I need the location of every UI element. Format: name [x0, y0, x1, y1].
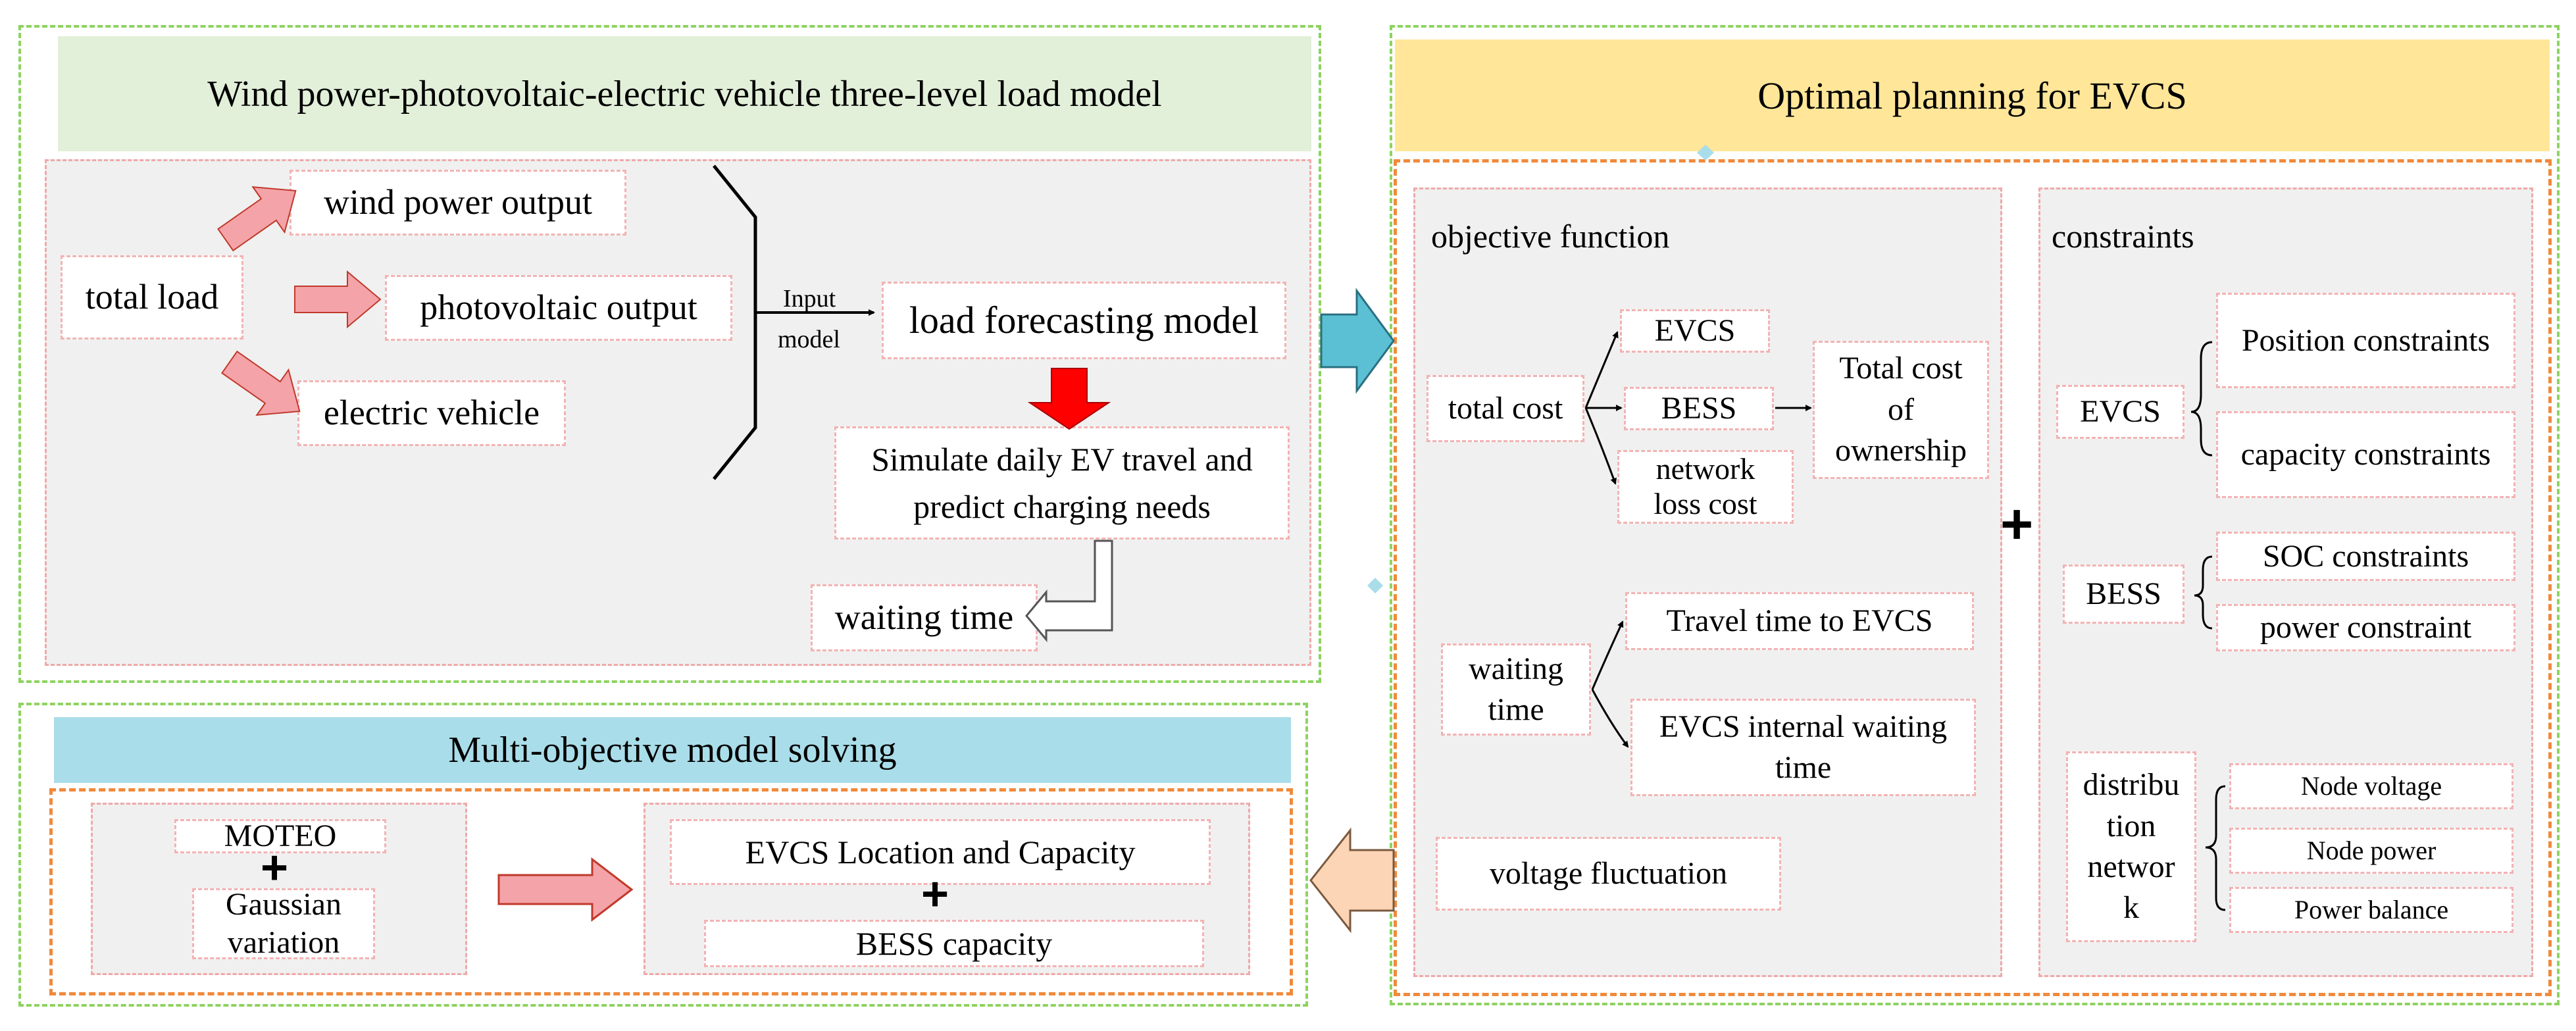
travel-time-box: Travel time to EVCS — [1625, 592, 1974, 650]
constraint-braces — [2190, 341, 2226, 911]
position-constraints-box: Position constraints — [2216, 293, 2515, 388]
input-bracket — [713, 164, 757, 480]
voltage-fluctuation-box: voltage fluctuation — [1436, 837, 1781, 911]
solving-inner-frame — [49, 788, 1293, 995]
power-balance-box: Power balance — [2229, 887, 2513, 933]
cyan-diamond-mid — [1367, 578, 1383, 593]
input-label: Input — [783, 285, 836, 313]
planning-title-banner: Optimal planning for EVCS — [1395, 39, 2550, 151]
power-constraint-box: power constraint — [2216, 604, 2515, 651]
gaussian-variation-box: Gaussian variation — [192, 887, 375, 960]
solving-title: Multi-objective model solving — [448, 730, 897, 770]
obj-bess-box: BESS — [1624, 387, 1774, 430]
total-cost-ownership-box: Total cost of ownership — [1813, 341, 1989, 479]
waiting-l-arrow — [1025, 540, 1113, 643]
obj-waiting-time-box: waiting time — [1441, 643, 1591, 736]
planning-inner-frame — [1394, 159, 2552, 996]
cyan-diamond-top — [1697, 145, 1714, 161]
wind-output-box: wind power output — [290, 170, 626, 236]
arrow-to-pv — [294, 270, 382, 329]
total-cost-connectors — [1584, 331, 1812, 485]
total-cost-box: total cost — [1427, 375, 1584, 442]
algorithm-plus: + — [261, 842, 289, 894]
internal-waiting-box: EVCS internal waiting time — [1630, 699, 1976, 796]
waiting-time-connectors — [1591, 620, 1629, 748]
simulate-ev-box: Simulate daily EV travel and predict cha… — [834, 426, 1290, 540]
planning-frame — [1390, 25, 2560, 1005]
pv-output-box: photovoltaic output — [385, 275, 732, 341]
network-loss-box: network loss cost — [1617, 450, 1794, 524]
solving-title-banner: Multi-objective model solving — [54, 717, 1291, 783]
objective-heading: objective function — [1431, 218, 1670, 255]
ev-box: electric vehicle — [297, 380, 566, 446]
load-forecasting-box: load forecasting model — [882, 282, 1286, 359]
arrow-to-wind — [216, 186, 297, 252]
distribution-network-box: distribu tion networ k — [2066, 751, 2196, 942]
waiting-time-box: waiting time — [811, 584, 1038, 651]
arrow-to-ev — [220, 350, 301, 416]
con-evcs-box: EVCS — [2056, 385, 2185, 439]
solving-frame — [18, 703, 1308, 1007]
evcs-location-capacity-box: EVCS Location and Capacity — [670, 819, 1211, 885]
load-model-frame — [18, 25, 1321, 683]
result-plus: + — [921, 868, 949, 920]
teal-arrow — [1320, 288, 1395, 394]
planning-plus: + — [2000, 493, 2034, 556]
model-label: model — [778, 326, 840, 353]
peach-arrow — [1309, 827, 1395, 934]
bess-capacity-box: BESS capacity — [704, 920, 1204, 967]
soc-constraints-box: SOC constraints — [2216, 532, 2515, 581]
red-down-arrow — [1027, 368, 1111, 430]
planning-title: Optimal planning for EVCS — [1757, 74, 2187, 117]
capacity-constraints-box: capacity constraints — [2216, 411, 2515, 498]
node-voltage-box: Node voltage — [2229, 763, 2513, 809]
load-model-title: Wind power-photovoltaic-electric vehicle… — [207, 73, 1162, 114]
load-model-title-banner: Wind power-photovoltaic-electric vehicle… — [58, 36, 1311, 151]
constraints-heading: constraints — [2052, 218, 2194, 255]
moteo-box: MOTEO — [174, 818, 386, 853]
node-power-box: Node power — [2229, 828, 2513, 874]
con-bess-box: BESS — [2063, 565, 2185, 624]
solving-arrow — [497, 857, 634, 922]
obj-evcs-box: EVCS — [1620, 309, 1770, 353]
total-load-box: total load — [61, 255, 243, 339]
